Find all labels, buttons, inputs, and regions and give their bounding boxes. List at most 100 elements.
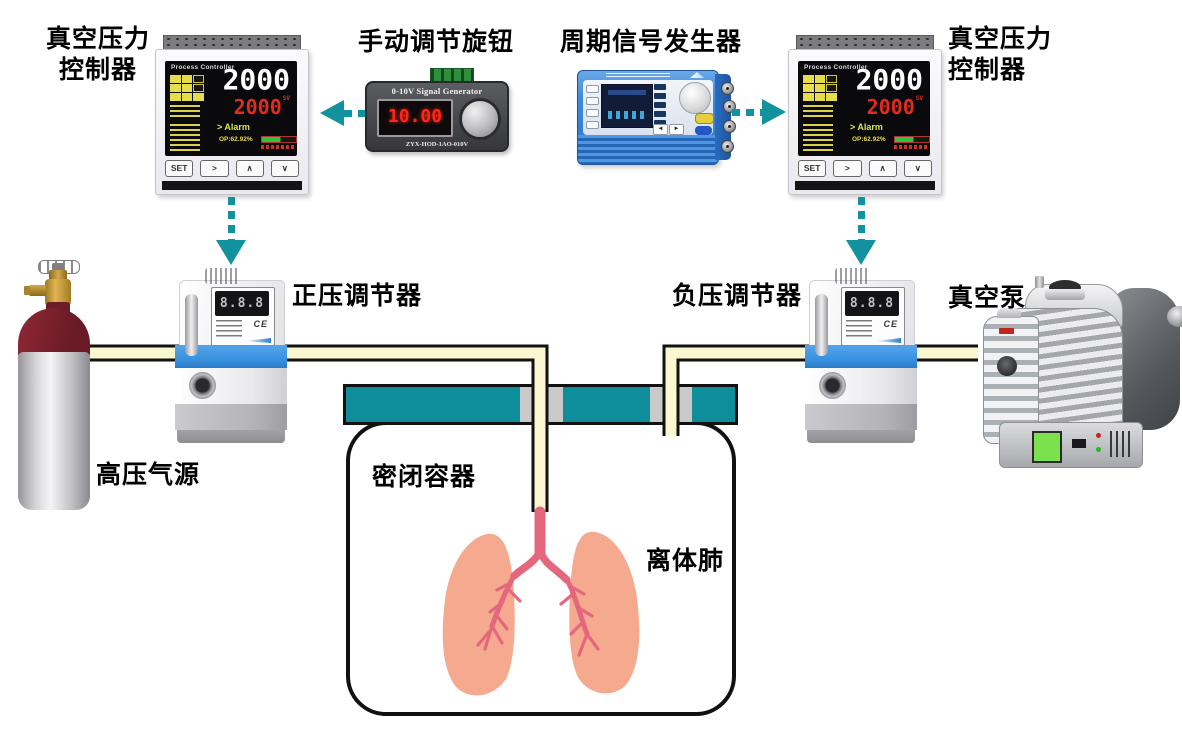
- knob-device-display: 10.00: [377, 99, 453, 137]
- regulator-display: 8.8.8: [215, 291, 269, 316]
- sv-suffix: SV: [915, 95, 923, 102]
- regulator-side-cylinder: [815, 294, 828, 356]
- regulator-side-cylinder: [185, 294, 198, 356]
- controller-status-grid: [803, 75, 837, 101]
- arrow-knob-to-left-controller-line: [344, 110, 365, 117]
- controller-scale-ticks: [894, 145, 928, 149]
- arrow-siggen-to-right-controller-line: [732, 109, 762, 116]
- siggen-f2-button: [654, 93, 666, 99]
- siggen-screen: [601, 84, 653, 128]
- siggen-front-panel: ◄ ►: [583, 80, 714, 135]
- siggen-f5-button: [654, 120, 666, 126]
- controller-output-bar: [261, 136, 297, 143]
- siggen-left-arrow-button: ◄: [653, 124, 668, 135]
- pump-bolt: [1035, 276, 1044, 288]
- controller-sv-value: 2000SV: [234, 95, 290, 119]
- regulator-top-fitting: [835, 268, 869, 284]
- knob-device-body: 0-10V Signal Generator 10.00 ZYX-HOD-1AO…: [365, 81, 509, 152]
- siggen-f1-button: [654, 84, 666, 90]
- siggen-menu-button: [586, 85, 599, 93]
- controller-param-text2: [170, 124, 200, 151]
- controller-button-row: SET > ∧ ∨: [165, 160, 299, 177]
- cylinder-valve-body: [45, 279, 71, 306]
- regulator-blue-band: [175, 345, 287, 368]
- vacuum-pressure-controller-right-device: Process Controller 2000 2000SV > Alarm O…: [788, 35, 942, 195]
- label-positive-pressure-regulator: 正压调节器: [292, 282, 423, 310]
- regulator-spec-text: [846, 320, 872, 340]
- label-high-pressure-gas-source: 高压气源: [96, 461, 201, 489]
- ce-mark: CE: [883, 319, 898, 329]
- siggen-right-arrow-button: ►: [669, 124, 684, 135]
- negative-pressure-regulator-device: 8.8.8 CE: [805, 268, 917, 444]
- controller-pv-value: 2000: [855, 63, 923, 96]
- siggen-f3-button: [654, 102, 666, 108]
- label-vacuum-pressure-controller-right: 真空压力 控制器: [948, 24, 1052, 86]
- controller-bottom-strip: [795, 181, 935, 190]
- arrow-siggen-to-right-controller-head: [762, 99, 786, 125]
- controller-set-button: SET: [165, 160, 194, 177]
- pump-logo: [999, 328, 1014, 334]
- pump-control-base: [999, 422, 1143, 468]
- controller-up-button: ∧: [868, 160, 897, 177]
- regulator-top-fitting: [205, 268, 239, 284]
- knob-device-model: ZYX-HOD-1AO-010V: [405, 141, 469, 148]
- siggen-bnc-connector: [723, 120, 736, 133]
- controller-button-row: SET > ∧ ∨: [798, 160, 932, 177]
- pump-front-crest: [997, 308, 1021, 318]
- controller-screen: Process Controller 2000 2000SV > Alarm O…: [798, 61, 930, 156]
- controller-front-panel: Process Controller 2000 2000SV > Alarm O…: [155, 49, 309, 195]
- controller-up-button: ∧: [235, 160, 264, 177]
- label-vacuum-pressure-controller-left: 真空压力 控制器: [40, 24, 156, 86]
- airway-twigs: [476, 580, 600, 657]
- cylinder-valve-stem: [49, 270, 67, 281]
- siggen-f4-button: [654, 111, 666, 117]
- controller-sv-value: 2000SV: [867, 95, 923, 119]
- pump-red-indicator: [1096, 433, 1101, 438]
- arrow-knob-to-left-controller-head: [320, 100, 344, 126]
- regulator-port: [189, 372, 216, 399]
- controller-output-text: OP:62.92%: [219, 136, 253, 143]
- controller-alarm-text: > Alarm: [217, 122, 250, 132]
- siggen-logo: [690, 72, 704, 78]
- vacuum-pump-device: [975, 276, 1182, 468]
- label-line2: 控制器: [948, 56, 1027, 84]
- isolated-lung-figure: [442, 506, 640, 696]
- controller-pv-value: 2000: [222, 63, 290, 96]
- pump-front-boss: [997, 356, 1017, 376]
- siggen-bnc-connector: [721, 82, 734, 95]
- siggen-menu-button: [586, 121, 599, 129]
- left-bronchus: [510, 546, 544, 580]
- label-sealed-container: 密闭容器: [372, 463, 477, 491]
- label-vacuum-pump: 真空泵: [948, 284, 1027, 312]
- right-airway-main: [564, 577, 590, 637]
- controller-shift-button: >: [200, 160, 229, 177]
- regulator-display: 8.8.8: [845, 291, 899, 316]
- siggen-menu-button: [586, 109, 599, 117]
- knob-device-title: 0-10V Signal Generator: [391, 86, 483, 96]
- siggen-side-face: [715, 74, 731, 160]
- regulator-port: [819, 372, 846, 399]
- controller-output-bar: [894, 136, 930, 143]
- controller-param-text: [803, 105, 833, 120]
- regulator-foot: [807, 430, 915, 443]
- pump-green-label: [1032, 431, 1062, 463]
- regulator-display-panel: 8.8.8 CE: [841, 287, 905, 346]
- regulator-base: [805, 404, 917, 430]
- pump-vent-grille: [1110, 431, 1132, 457]
- label-isolated-lung: 离体肺: [646, 547, 725, 575]
- controller-param-text2: [803, 124, 833, 151]
- right-lung: [569, 531, 640, 694]
- controller-output-text: OP:62.92%: [852, 136, 886, 143]
- siggen-knob: [679, 82, 711, 114]
- sv-digits: 2000: [233, 95, 282, 119]
- gas-cylinder: [18, 258, 90, 510]
- controller-front-panel: Process Controller 2000 2000SV > Alarm O…: [788, 49, 942, 195]
- regulator-base: [175, 404, 287, 430]
- sv-suffix: SV: [282, 95, 290, 102]
- pump-connector-slot: [1072, 439, 1086, 448]
- siggen-case: ◄ ►: [577, 70, 719, 165]
- manual-knob-device: 0-10V Signal Generator 10.00 ZYX-HOD-1AO…: [365, 68, 509, 152]
- controller-set-button: SET: [798, 160, 827, 177]
- siggen-header-text: [606, 73, 670, 78]
- siggen-bnc-connector: [721, 140, 734, 153]
